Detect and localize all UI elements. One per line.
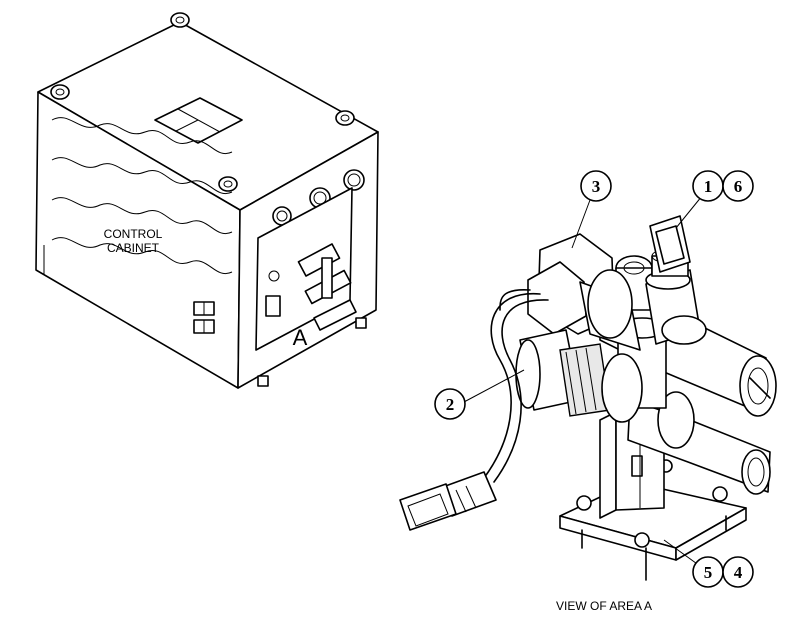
callout-5: 5 (692, 556, 724, 588)
svg-text:5: 5 (704, 563, 713, 582)
cabinet-label: CONTROL CABINET (104, 227, 163, 255)
cabinet-foot (355, 317, 367, 329)
callout-1: 1 (692, 170, 724, 202)
top-nameplate (154, 97, 243, 144)
lifting-eye-4 (218, 176, 238, 192)
svg-text:1: 1 (704, 177, 713, 196)
cable-harness (399, 289, 549, 531)
pressure-switch (645, 215, 707, 345)
detail-caption: VIEW OF AREA A (556, 599, 652, 613)
callout-4: 4 (722, 556, 754, 588)
control-cabinet: CONTROL CABINET A (35, 12, 379, 389)
leader-lines (463, 195, 703, 567)
cabinet-foot (257, 375, 269, 387)
cabinet-label-line1: CONTROL (104, 227, 163, 241)
svg-text:4: 4 (734, 563, 743, 582)
callout-2: 2 (434, 388, 466, 420)
callout-3: 3 (580, 170, 612, 202)
area-a-marker: A (293, 325, 308, 350)
lifting-eye-1 (170, 12, 190, 28)
cable-connector-plug (399, 483, 457, 531)
valve-body-with-nut (527, 233, 641, 351)
lifting-eye-3 (335, 110, 355, 126)
cabinet-label-line2: CABINET (107, 241, 160, 255)
svg-text:3: 3 (592, 177, 601, 196)
lower-pipe (627, 391, 771, 495)
lifting-eye-2 (50, 84, 70, 100)
callout-6: 6 (722, 170, 754, 202)
svg-text:6: 6 (734, 177, 743, 196)
valve-assembly-detail: 3 1 6 2 5 4 VIEW OF AREA A (399, 170, 777, 613)
solenoid-coil (515, 329, 643, 423)
svg-text:2: 2 (446, 395, 455, 414)
mini-valve-assembly (297, 243, 357, 331)
